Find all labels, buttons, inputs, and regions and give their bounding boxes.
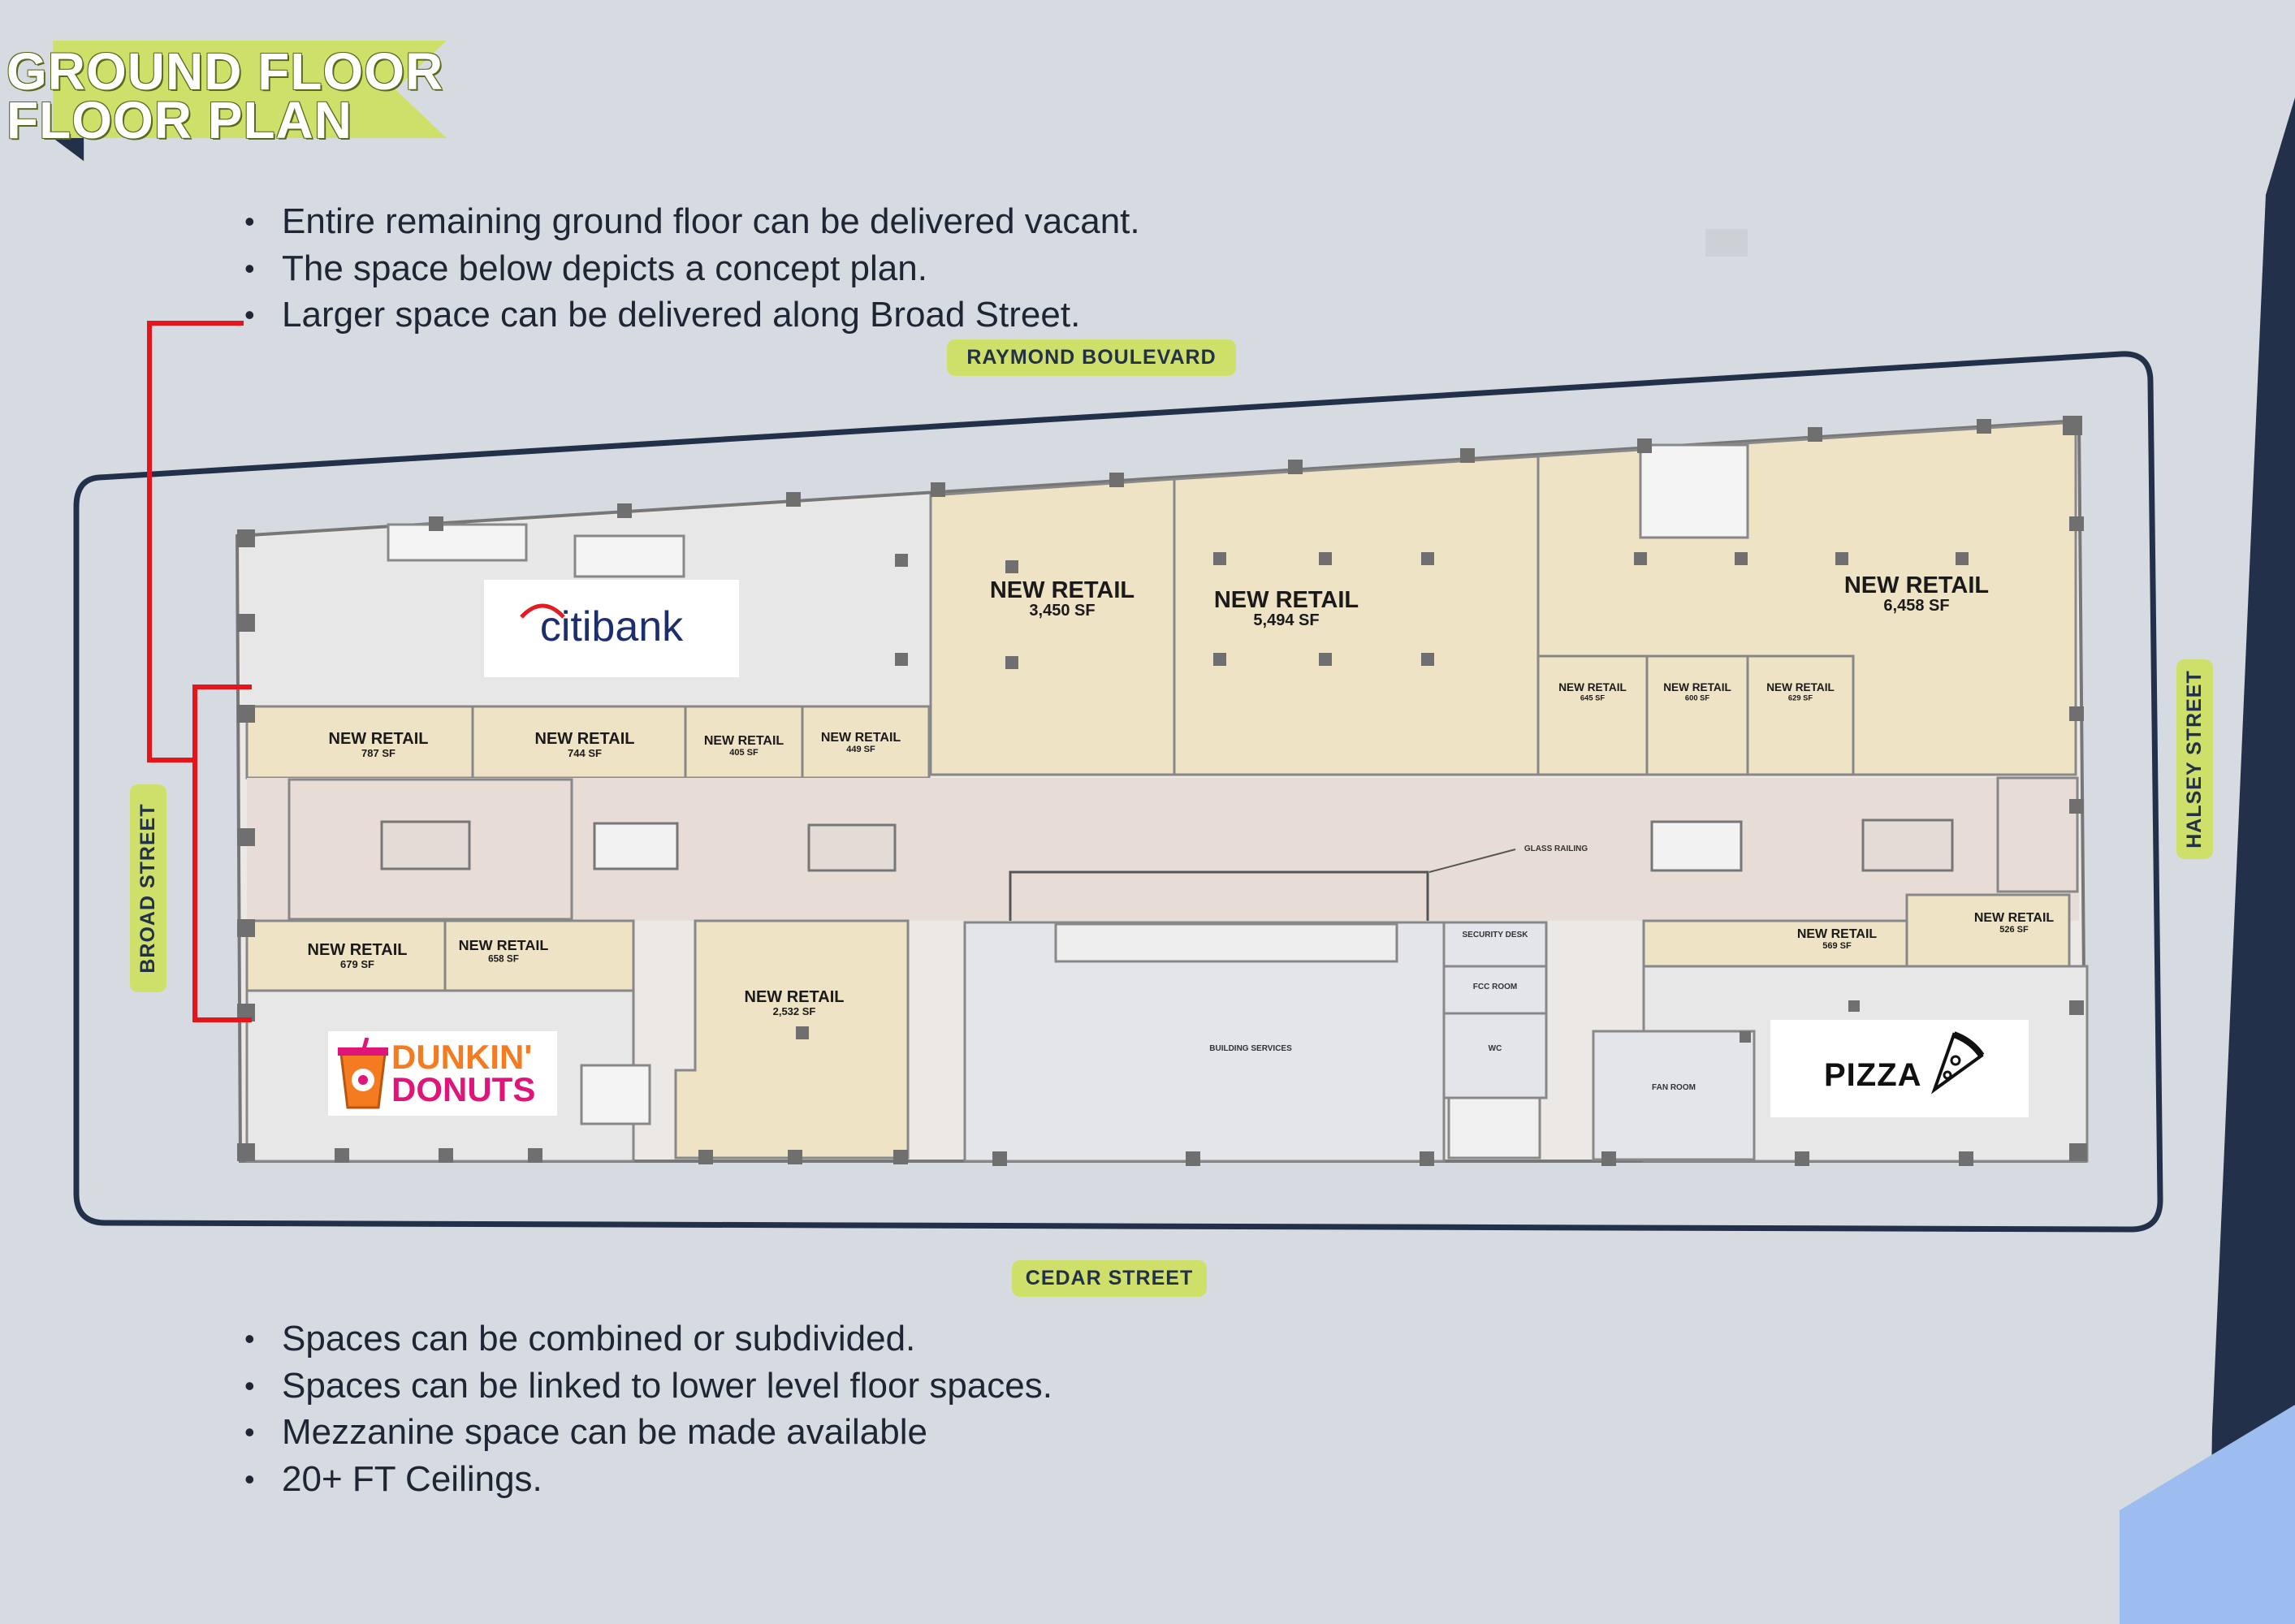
void-2 <box>807 823 897 872</box>
coffee-cup-icon <box>338 1038 388 1109</box>
street-label-broad-street: BROAD STREET <box>130 784 166 992</box>
retail-787 <box>245 705 474 780</box>
street-label-halsey-street: HALSEY STREET <box>2176 659 2213 859</box>
bottom-bullet-2: Spaces can be linked to lower level floo… <box>244 1363 1052 1410</box>
banner-shape <box>53 41 447 138</box>
retail-3450 <box>929 477 1176 776</box>
fcc-room <box>1442 965 1548 1015</box>
top-bullet-1: Entire remaining ground floor can be del… <box>244 198 1140 245</box>
pizza-slice-icon <box>1930 1031 1985 1095</box>
title-banner <box>53 41 447 162</box>
dunkin-word-1: DUNKIN' <box>391 1038 533 1076</box>
dunkin-word-2: DONUTS <box>391 1070 536 1108</box>
loading-bays <box>1054 922 1398 963</box>
stair-top-right <box>1639 443 1749 539</box>
stair-lower-left <box>580 1064 651 1125</box>
top-bullet-2: The space below depicts a concept plan. <box>244 245 1140 292</box>
retail-449 <box>801 705 931 780</box>
pizza-logo: PIZZA <box>1770 1020 2029 1117</box>
void-3 <box>1861 818 1954 872</box>
fcc-room-label: FCC ROOM <box>1472 983 1518 991</box>
void-1 <box>380 820 471 870</box>
page-title: GROUND FLOOR FLOOR PLAN <box>6 42 444 149</box>
citibank-arc-icon <box>520 603 565 619</box>
retail-405 <box>684 705 804 780</box>
dunkin-wordmark: DUNKIN' DONUTS <box>391 1038 536 1108</box>
bottom-bullet-3: Mezzanine space can be made available <box>244 1409 1052 1456</box>
escalator-left <box>593 822 679 870</box>
title-line-1: GROUND FLOOR <box>6 42 444 101</box>
top-bullet-3: Larger space can be delivered along Broa… <box>244 292 1140 339</box>
retail-629 <box>1746 654 1855 776</box>
glass-railing-line <box>1009 870 1429 921</box>
wc-label: WC <box>1488 1044 1502 1053</box>
site-outline <box>73 351 2163 1233</box>
retail-2532 <box>674 919 910 1160</box>
wc <box>1442 1012 1548 1099</box>
fan-room-label: FAN ROOM <box>1652 1083 1696 1092</box>
retail-526 <box>1905 893 2071 968</box>
security-desk-label: SECURITY DESK <box>1462 931 1528 939</box>
retail-679 <box>245 919 447 992</box>
citibank-logo: citibank <box>484 580 739 677</box>
retail-744 <box>471 705 687 780</box>
security-desk <box>1442 921 1548 968</box>
street-label-cedar-street: CEDAR STREET <box>1012 1260 1207 1297</box>
corridor-right-end <box>1996 776 2079 893</box>
pizza-wordmark: PIZZA <box>1824 1057 1922 1093</box>
retail-600 <box>1645 654 1749 776</box>
glass-railing-label: GLASS RAILING <box>1524 844 1588 853</box>
structural-columns <box>237 416 2087 1166</box>
glass-railing-leader <box>1428 849 1516 873</box>
stair-lower-mid <box>1447 1096 1541 1160</box>
building-services-label: BUILDING SERVICES <box>1209 1044 1292 1053</box>
fan-room <box>1592 1030 1756 1161</box>
dunkin-donuts-logo: DUNKIN' DONUTS <box>328 1031 557 1116</box>
title-line-2: FLOOR PLAN <box>6 91 352 149</box>
stair-top-left <box>387 523 528 562</box>
top-bullet-list: Entire remaining ground floor can be del… <box>244 198 1140 339</box>
bottom-bullet-4: 20+ FT Ceilings. <box>244 1456 1052 1503</box>
retail-645 <box>1536 654 1649 776</box>
bottom-bullet-list: Spaces can be combined or subdivided. Sp… <box>244 1315 1052 1503</box>
bottom-bullet-1: Spaces can be combined or subdivided. <box>244 1315 1052 1363</box>
broad-street-callout <box>147 321 252 1022</box>
escalator-right <box>1650 820 1743 872</box>
stair-top-mid <box>573 534 685 578</box>
street-label-raymond-boulevard: RAYMOND BOULEVARD <box>947 339 1236 376</box>
citibank-wordmark: citibank <box>539 603 684 650</box>
